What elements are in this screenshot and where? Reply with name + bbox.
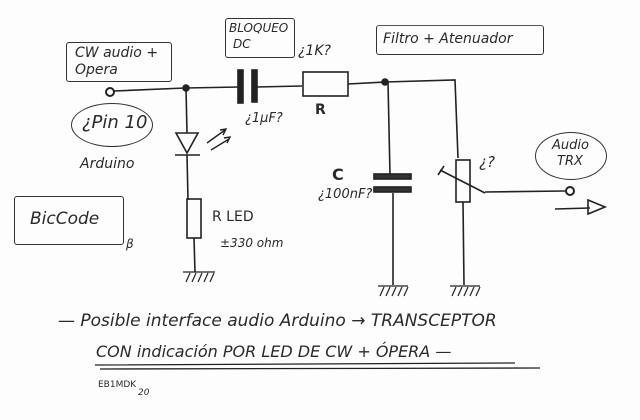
junction-2 <box>381 78 389 86</box>
resistor-name: R <box>315 102 326 118</box>
dc-block-capacitor <box>237 69 258 104</box>
audio-trx-oval <box>535 132 607 180</box>
main-wire <box>113 79 459 159</box>
pin-label: ¿Pin 10 <box>82 112 148 133</box>
dc-block-label: BLOQUEO <box>229 21 289 35</box>
output-arrow-icon <box>554 198 608 216</box>
cap-c-value: ¿100nF? <box>318 187 373 202</box>
output-terminal <box>565 186 575 196</box>
r-led-label: R LED <box>212 209 254 225</box>
resistor-r <box>302 71 349 97</box>
arduino-label: Arduino <box>80 156 135 172</box>
resistor-led <box>186 198 202 239</box>
pin-oval <box>71 103 153 147</box>
r-led-value: ±330 ohm <box>220 236 284 250</box>
pot-value: ¿? <box>479 153 495 171</box>
opera-label: Opera <box>75 62 118 78</box>
ground-3 <box>450 285 481 297</box>
signature-year: 20 <box>138 388 150 398</box>
resistor-value: ¿1K? <box>298 43 331 59</box>
audio-label: Audio <box>552 138 589 153</box>
input-terminal <box>105 87 115 97</box>
cap-dc-value: ¿1µF? <box>245 111 283 126</box>
caption-line-1: — Posible interface audio Arduino → TRAN… <box>58 311 497 331</box>
biccode-label: BicCode <box>30 209 100 229</box>
ground-1 <box>183 271 215 283</box>
cw-audio-box <box>66 42 172 82</box>
signature: EB1MDK <box>98 380 137 390</box>
caption-underline <box>94 362 541 370</box>
dc-label: DC <box>233 37 251 51</box>
led-ground-wire <box>193 237 196 273</box>
ground-2 <box>378 285 409 297</box>
dc-block-box <box>225 18 295 58</box>
caption-line-2: CON indicación POR LED DE CW + ÓPERA — <box>96 342 452 361</box>
beta-label: β <box>126 237 134 251</box>
filter-label: Filtro + Atenuador <box>383 31 513 47</box>
trx-label: TRX <box>557 154 583 169</box>
cw-audio-label: CW audio + <box>75 45 159 61</box>
capacitor-c <box>373 81 412 285</box>
potentiometer <box>437 159 486 286</box>
led <box>174 87 232 201</box>
cap-c-name: C <box>332 165 344 184</box>
filter-box <box>376 25 544 55</box>
biccode-box <box>14 196 124 245</box>
output-wire <box>484 190 566 193</box>
